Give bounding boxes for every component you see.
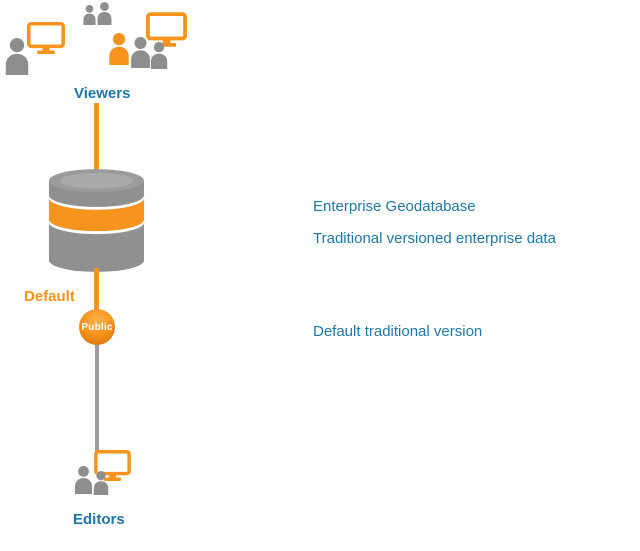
- person-icon: [82, 5, 97, 25]
- viewers-label: Viewers: [74, 85, 131, 102]
- viewers-to-geodatabase-connector: [94, 103, 99, 170]
- public-version-icon: Public: [79, 309, 115, 345]
- person-icon: [96, 2, 113, 25]
- geodatabase-cylinder-icon: [48, 169, 145, 272]
- annotation-default-traditional-version: Default traditional version: [313, 323, 483, 340]
- person-icon: [3, 38, 31, 75]
- person-icon: [73, 466, 94, 494]
- editors-label: Editors: [73, 511, 125, 528]
- public-version-label: Public: [81, 321, 113, 333]
- annotation-enterprise-geodatabase: Enterprise Geodatabase: [313, 198, 476, 215]
- editors-group-icon: [70, 450, 142, 508]
- annotation-traditional-versioned: Traditional versioned enterprise data: [313, 230, 556, 247]
- monitor-icon: [27, 22, 65, 54]
- person-icon: [92, 471, 110, 495]
- person-icon: [107, 33, 131, 65]
- person-icon: [149, 42, 169, 69]
- default-version-label: Default: [24, 288, 75, 305]
- public-to-editors-connector: [95, 344, 99, 452]
- person-icon: [129, 37, 152, 68]
- geodatabase-to-public-connector: [94, 268, 99, 318]
